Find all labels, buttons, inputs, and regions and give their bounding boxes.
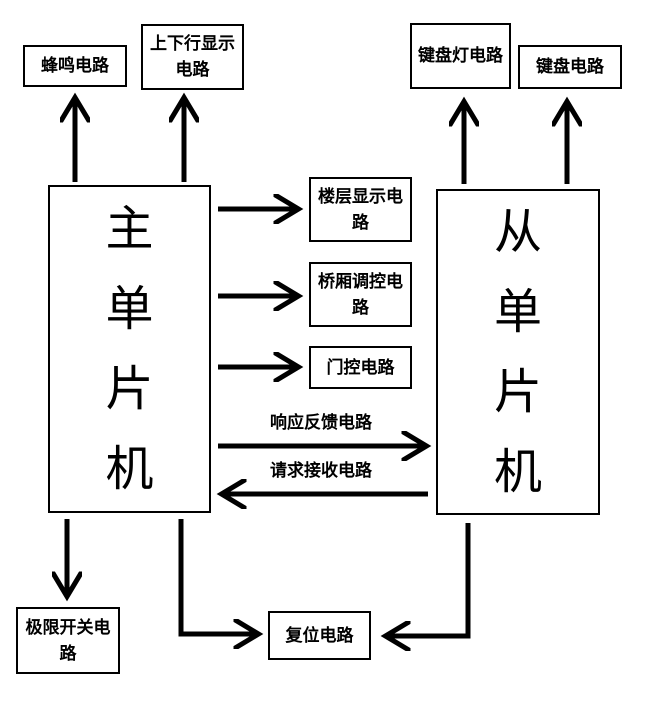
floor-display-label: 楼层显示电路 (318, 186, 403, 233)
limit-switch-box: 极限开关电路 (16, 607, 120, 674)
master-mcu-box: 主 单 片 机 (48, 185, 211, 513)
master-mcu-char: 机 (105, 441, 154, 497)
master-mcu-char: 片 (105, 361, 154, 417)
slave-mcu-char: 机 (493, 444, 542, 500)
slave-mcu-box: 从 单 片 机 (436, 189, 600, 515)
arrow-master-to-reset (178, 519, 256, 634)
updown-display-label: 上下行显示电路 (150, 34, 235, 80)
car-control-label: 桥厢调控电路 (318, 271, 403, 318)
master-mcu-char: 单 (105, 281, 154, 337)
slave-mcu-char: 单 (493, 284, 542, 340)
updown-display-box: 上下行显示电路 (141, 24, 244, 90)
limit-switch-label: 极限开关电路 (25, 617, 111, 664)
master-mcu-char: 主 (105, 201, 154, 257)
slave-mcu-char: 片 (493, 364, 542, 420)
buzzer-circuit-label: 蜂鸣电路 (41, 56, 109, 76)
door-control-label: 门控电路 (326, 357, 395, 378)
reset-circuit-label: 复位电路 (285, 625, 354, 646)
keyboard-light-box: 键盘灯电路 (410, 23, 511, 89)
slave-mcu-char: 从 (493, 204, 542, 260)
arrow-slave-to-reset (388, 523, 471, 636)
keyboard-light-label: 键盘灯电路 (418, 46, 503, 66)
keyboard-circuit-label: 键盘电路 (536, 57, 604, 77)
floor-display-box: 楼层显示电路 (309, 177, 412, 242)
buzzer-circuit-box: 蜂鸣电路 (23, 45, 127, 87)
request-receive-label: 请求接收电路 (270, 461, 372, 481)
reset-circuit-box: 复位电路 (268, 611, 371, 660)
response-feedback-label: 响应反馈电路 (270, 413, 372, 433)
door-control-box: 门控电路 (309, 346, 412, 389)
keyboard-circuit-box: 键盘电路 (518, 45, 622, 89)
car-control-box: 桥厢调控电路 (309, 262, 412, 327)
